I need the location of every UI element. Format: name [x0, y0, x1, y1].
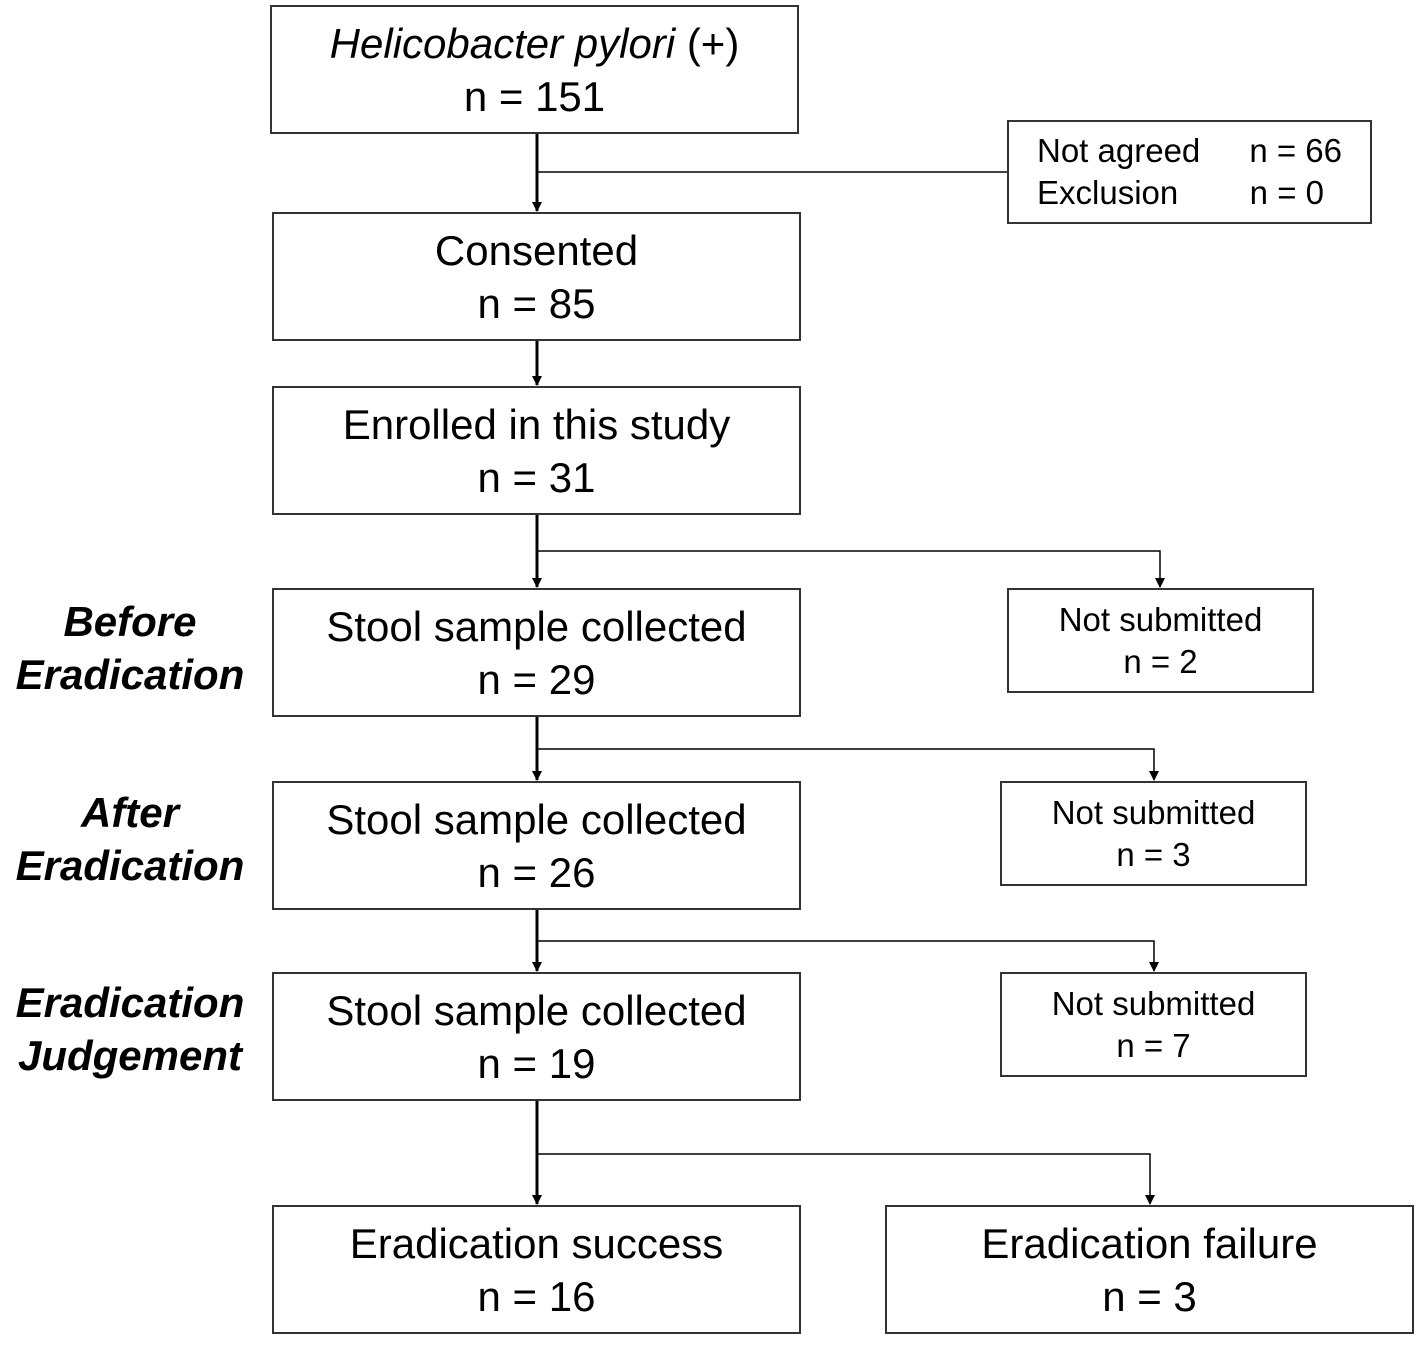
- phase-label-eradication-judgement: Eradication Judgement: [0, 976, 260, 1082]
- consented-count: n = 85: [477, 279, 596, 327]
- exclusion-count: n = 0: [1249, 174, 1324, 211]
- stool-judgement-count: n = 19: [477, 1039, 596, 1087]
- not-submitted-title: Not submitted: [1058, 600, 1263, 638]
- phase-line: Eradication: [15, 651, 245, 698]
- phase-label-before-eradication: Before Eradication: [0, 595, 260, 701]
- start-title-italic: Helicobacter pylori: [329, 19, 676, 67]
- box-stool-judgement: Stool sample collected n = 19: [272, 972, 801, 1101]
- enrolled-count: n = 31: [477, 453, 596, 501]
- box-stool-after: Stool sample collected n = 26: [272, 781, 801, 910]
- phase-line: Before: [63, 598, 197, 645]
- enrolled-title: Enrolled in this study: [342, 400, 731, 448]
- box-enrolled: Enrolled in this study n = 31: [272, 386, 801, 515]
- start-title: Helicobacter pylori (+): [330, 17, 740, 70]
- phase-label-after-eradication: After Eradication: [0, 786, 260, 892]
- not-submitted-count: n = 2: [1123, 642, 1198, 680]
- box-stool-before: Stool sample collected n = 29: [272, 588, 801, 717]
- not-submitted-count: n = 3: [1116, 835, 1191, 873]
- branch-failure: [537, 1153, 1155, 1205]
- exclusion-row-exclusion: Exclusion n = 0: [1009, 172, 1370, 214]
- exclusion-count: n = 66: [1249, 132, 1342, 169]
- branch-not-submitted-before: [537, 550, 1165, 588]
- box-h-pylori-positive: Helicobacter pylori (+) n = 151: [270, 5, 799, 134]
- stool-judgement-title: Stool sample collected: [326, 986, 747, 1034]
- box-consented: Consented n = 85: [272, 212, 801, 341]
- phase-line: Eradication: [15, 842, 245, 889]
- branch-not-submitted-judgement: [537, 940, 1159, 972]
- stool-after-title: Stool sample collected: [326, 795, 747, 843]
- success-title: Eradication success: [349, 1219, 724, 1267]
- not-submitted-title: Not submitted: [1051, 793, 1256, 831]
- start-count: n = 151: [463, 72, 606, 120]
- branch-not-submitted-after: [537, 748, 1159, 781]
- stool-before-count: n = 29: [477, 655, 596, 703]
- exclusion-label: Not agreed: [1037, 132, 1201, 169]
- stool-before-title: Stool sample collected: [326, 602, 747, 650]
- not-submitted-count: n = 7: [1116, 1026, 1191, 1064]
- stool-after-count: n = 26: [477, 848, 596, 896]
- box-not-submitted-before: Not submitted n = 2: [1007, 588, 1314, 693]
- phase-line: Eradication: [15, 979, 245, 1026]
- box-exclusion: Not agreed n = 66 Exclusion n = 0: [1007, 120, 1372, 224]
- box-eradication-failure: Eradication failure n = 3: [885, 1205, 1414, 1334]
- failure-title: Eradication failure: [981, 1219, 1318, 1267]
- success-count: n = 16: [477, 1272, 596, 1320]
- phase-line: After: [80, 789, 179, 836]
- phase-line: Judgement: [17, 1032, 243, 1079]
- exclusion-row-not-agreed: Not agreed n = 66: [1009, 130, 1370, 172]
- box-not-submitted-after: Not submitted n = 3: [1000, 781, 1307, 886]
- failure-count: n = 3: [1102, 1272, 1197, 1320]
- box-eradication-success: Eradication success n = 16: [272, 1205, 801, 1334]
- not-submitted-title: Not submitted: [1051, 984, 1256, 1022]
- start-title-suffix: (+): [675, 19, 740, 67]
- exclusion-label: Exclusion: [1037, 174, 1179, 211]
- box-not-submitted-judgement: Not submitted n = 7: [1000, 972, 1307, 1077]
- consented-title: Consented: [434, 226, 639, 274]
